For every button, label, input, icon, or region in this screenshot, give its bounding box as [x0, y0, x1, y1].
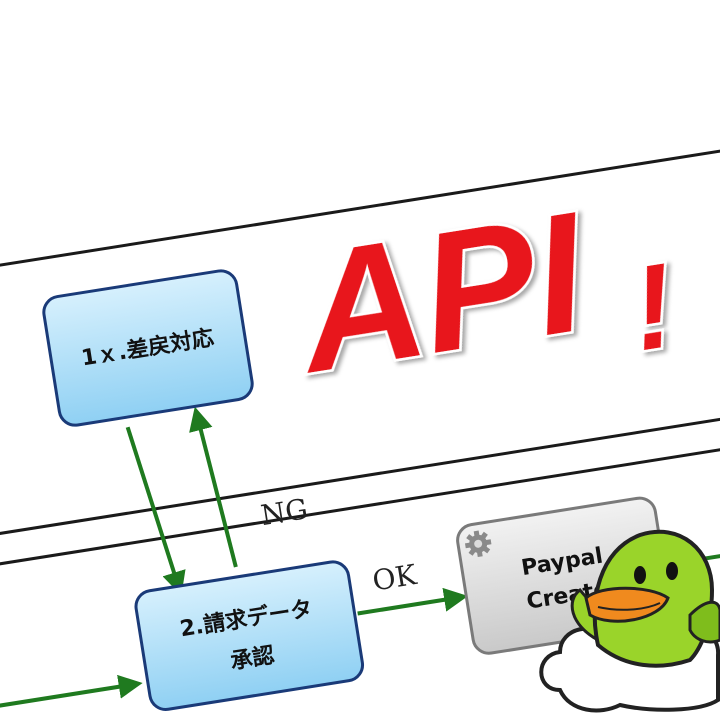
task-rework[interactable]: 1ｘ.差戻対応: [42, 269, 255, 428]
mascot-beak: [584, 586, 670, 623]
edge-approve-to-paypal: [357, 587, 469, 616]
mascot-eye-left: [634, 566, 646, 584]
ok-label: OK: [370, 558, 420, 598]
mascot-wing-right: [688, 600, 720, 644]
task-approve[interactable]: 2.請求データ 承認: [134, 560, 365, 712]
diagram-body: NG OK 1ｘ.差戻対応 2.請求データ 承認 Paypal Cr: [0, 125, 720, 713]
mascot-eye-right: [666, 562, 678, 580]
edge-incoming: [0, 674, 143, 713]
lane-line-mid: [0, 387, 720, 548]
lane-line-top: [0, 125, 720, 286]
api-headline: API !: [280, 174, 685, 412]
api-exclamation: !: [623, 238, 683, 377]
api-headline-text: API: [283, 176, 600, 409]
gear-icon: [464, 530, 492, 558]
edge-rework-to-approve: [125, 426, 186, 596]
bird-mascot-illustration: [539, 529, 720, 713]
ng-label: NG: [259, 492, 310, 532]
swimlane-lines: [0, 125, 720, 577]
task-approve-box: [134, 560, 365, 711]
task-rework-box: [42, 269, 254, 427]
mascot-mouth: [597, 602, 661, 611]
lane-line-lower: [0, 417, 720, 577]
edge-approve-to-rework: [189, 406, 238, 568]
